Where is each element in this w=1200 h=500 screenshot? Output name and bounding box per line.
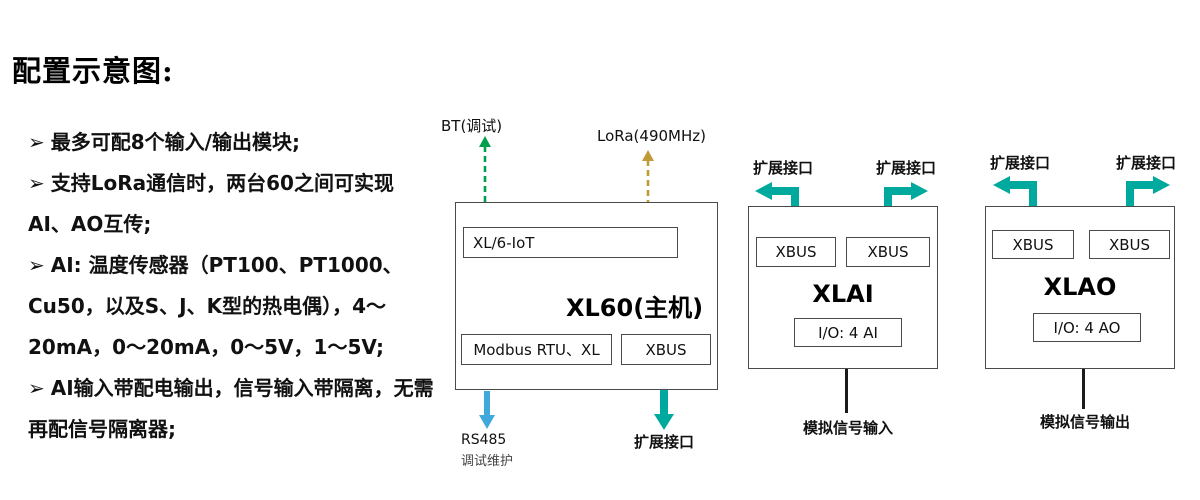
xlao-xbus-left-box: XBUS	[992, 230, 1074, 259]
xl60-xbus-box: XBUS	[621, 334, 711, 365]
xlao-signal-line	[1082, 369, 1085, 409]
xlao-xbus-left-label: XBUS	[1012, 235, 1054, 254]
xlao-xbus-right-box: XBUS	[1089, 230, 1170, 259]
xlao-xbus-right-label: XBUS	[1108, 235, 1151, 254]
bullet-text: 支持LoRa通信时，两台60之间可实现AI、AO互传;	[28, 171, 394, 236]
xl60-modbus-label: Modbus RTU、XL	[473, 341, 600, 359]
page-title: 配置示意图:	[12, 54, 174, 88]
xlai-io-label: I/O: 4 AI	[818, 323, 878, 342]
xl60-name: XL60(主机)	[566, 294, 704, 322]
bullet-marker: ➢	[28, 171, 45, 195]
bullet-item: ➢AI: 温度传感器（PT100、PT1000、Cu50，以及S、J、K型的热电…	[28, 245, 436, 368]
xl60-iot-module-label: XL/6-IoT	[473, 233, 535, 252]
xlao-expand-left-label: 扩展接口	[990, 154, 1051, 172]
xlai-signal-label: 模拟信号输入	[803, 419, 894, 437]
xl60-xbus-label: XBUS	[645, 340, 687, 359]
rs485-label: RS485	[461, 432, 507, 448]
xlai-xbus-right-label: XBUS	[867, 243, 909, 261]
xlai-xbus-left-label: XBUS	[775, 243, 817, 261]
xlao-io-box: I/O: 4 AO	[1033, 313, 1141, 342]
rs485-arrow	[479, 391, 495, 429]
xl60-expand-label: 扩展接口	[634, 433, 695, 451]
bullet-item: ➢AI输入带配电输出，信号输入带隔离，无需再配信号隔离器;	[28, 368, 436, 450]
bullet-marker: ➢	[28, 253, 45, 277]
bullet-text: 最多可配8个输入/输出模块;	[50, 130, 300, 154]
xlai-expand-left-label: 扩展接口	[753, 159, 814, 177]
xl60-modbus-box: Modbus RTU、XL	[461, 334, 612, 365]
xlai-xbus-right-box: XBUS	[846, 237, 930, 267]
xl60-iot-module-box: XL/6-IoT	[463, 227, 678, 258]
bt-debug-label: BT(调试)	[441, 117, 503, 135]
xlai-name: XLAI	[812, 280, 874, 308]
bullet-item: ➢支持LoRa通信时，两台60之间可实现AI、AO互传;	[28, 163, 436, 245]
xl60-expand-arrow	[654, 390, 674, 430]
xlai-expand-right-label: 扩展接口	[876, 159, 937, 177]
rs485-note: 调试维护	[461, 454, 514, 469]
bullet-text: AI: 温度传感器（PT100、PT1000、Cu50，以及S、J、K型的热电偶…	[28, 253, 403, 359]
bullet-item: ➢最多可配8个输入/输出模块;	[28, 122, 436, 163]
xlai-signal-line	[845, 369, 848, 413]
bullet-marker: ➢	[28, 130, 45, 154]
xlao-io-label: I/O: 4 AO	[1053, 318, 1121, 337]
xlai-io-box: I/O: 4 AI	[794, 318, 902, 347]
xlao-expand-right-label: 扩展接口	[1116, 154, 1177, 172]
bullet-text: AI输入带配电输出，信号输入带隔离，无需再配信号隔离器;	[28, 376, 434, 441]
xlai-xbus-left-box: XBUS	[756, 237, 836, 267]
lora-label: LoRa(490MHz)	[597, 127, 706, 145]
bullet-marker: ➢	[28, 376, 45, 400]
bullet-list: ➢最多可配8个输入/输出模块; ➢支持LoRa通信时，两台60之间可实现AI、A…	[28, 122, 436, 450]
xlao-signal-label: 模拟信号输出	[1040, 413, 1131, 431]
xlao-name: XLAO	[1043, 273, 1117, 301]
